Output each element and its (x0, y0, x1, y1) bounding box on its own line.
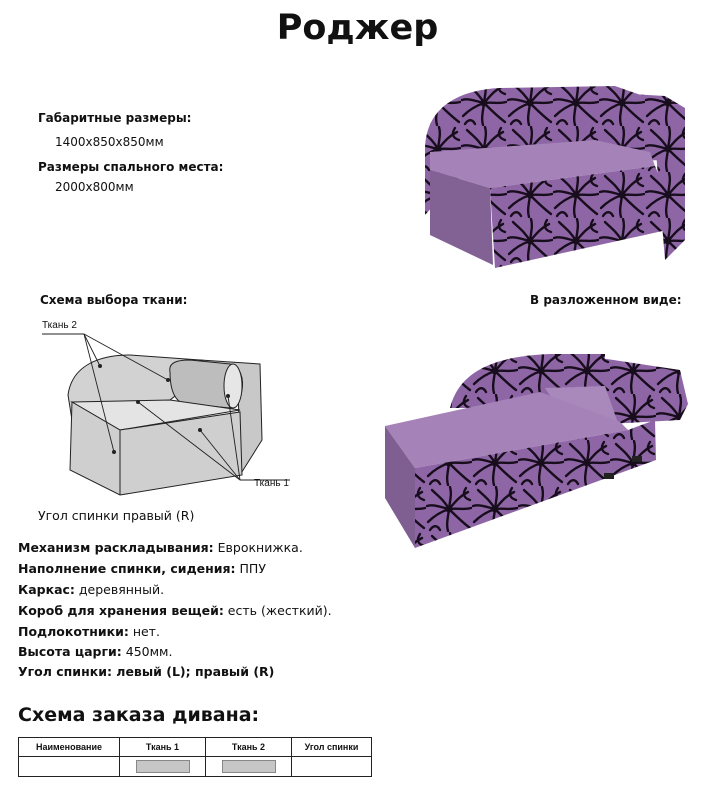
cell-name[interactable] (18, 756, 120, 777)
spec-line: Каркас: деревянный. (18, 582, 165, 597)
sleeping-size-label: Размеры спального места: (38, 160, 224, 174)
spec-line: Механизм раскладывания: Еврокнижка. (18, 540, 303, 555)
order-heading: Схема заказа дивана: (18, 704, 260, 726)
fabric1-label: Ткань 1 (254, 478, 289, 489)
column-back-corner: Угол спинки (291, 737, 372, 757)
fabric2-label: Ткань 2 (42, 320, 77, 331)
order-table: Наименование Ткань 1 Ткань 2 Угол спинки (18, 737, 372, 777)
fabric-scheme-sketch (42, 333, 290, 496)
table-row (18, 756, 372, 777)
cell-fabric1[interactable] (119, 756, 206, 777)
spec-line: Угол спинки: левый (L); правый (R) (18, 664, 275, 679)
corner-caption: Угол спинки правый (R) (38, 508, 195, 523)
sofa-folded-image (425, 86, 685, 268)
column-fabric1: Ткань 1 (119, 737, 206, 757)
page-title: Роджер (276, 8, 439, 48)
overall-size-label: Габаритные размеры: (38, 111, 192, 125)
spec-line: Наполнение спинки, сидения: ППУ (18, 561, 266, 576)
overall-size-value: 1400х850х850мм (55, 135, 164, 149)
column-fabric2: Ткань 2 (205, 737, 292, 757)
cell-fabric2[interactable] (205, 756, 292, 777)
column-name: Наименование (18, 737, 120, 757)
fabric1-swatch (135, 760, 190, 773)
sleeping-size-value: 2000х800мм (55, 180, 134, 194)
spec-line: Подлокотники: нет. (18, 624, 160, 639)
spec-line: Короб для хранения вещей: есть (жесткий)… (18, 603, 332, 618)
fabric-scheme-heading: Схема выбора ткани: (40, 293, 188, 307)
fabric2-swatch (221, 760, 276, 773)
spec-line: Высота царги: 450мм. (18, 644, 173, 659)
cell-back-corner[interactable] (291, 756, 372, 777)
sofa-unfolded-image (385, 354, 688, 548)
unfolded-heading: В разложенном виде: (530, 293, 682, 307)
